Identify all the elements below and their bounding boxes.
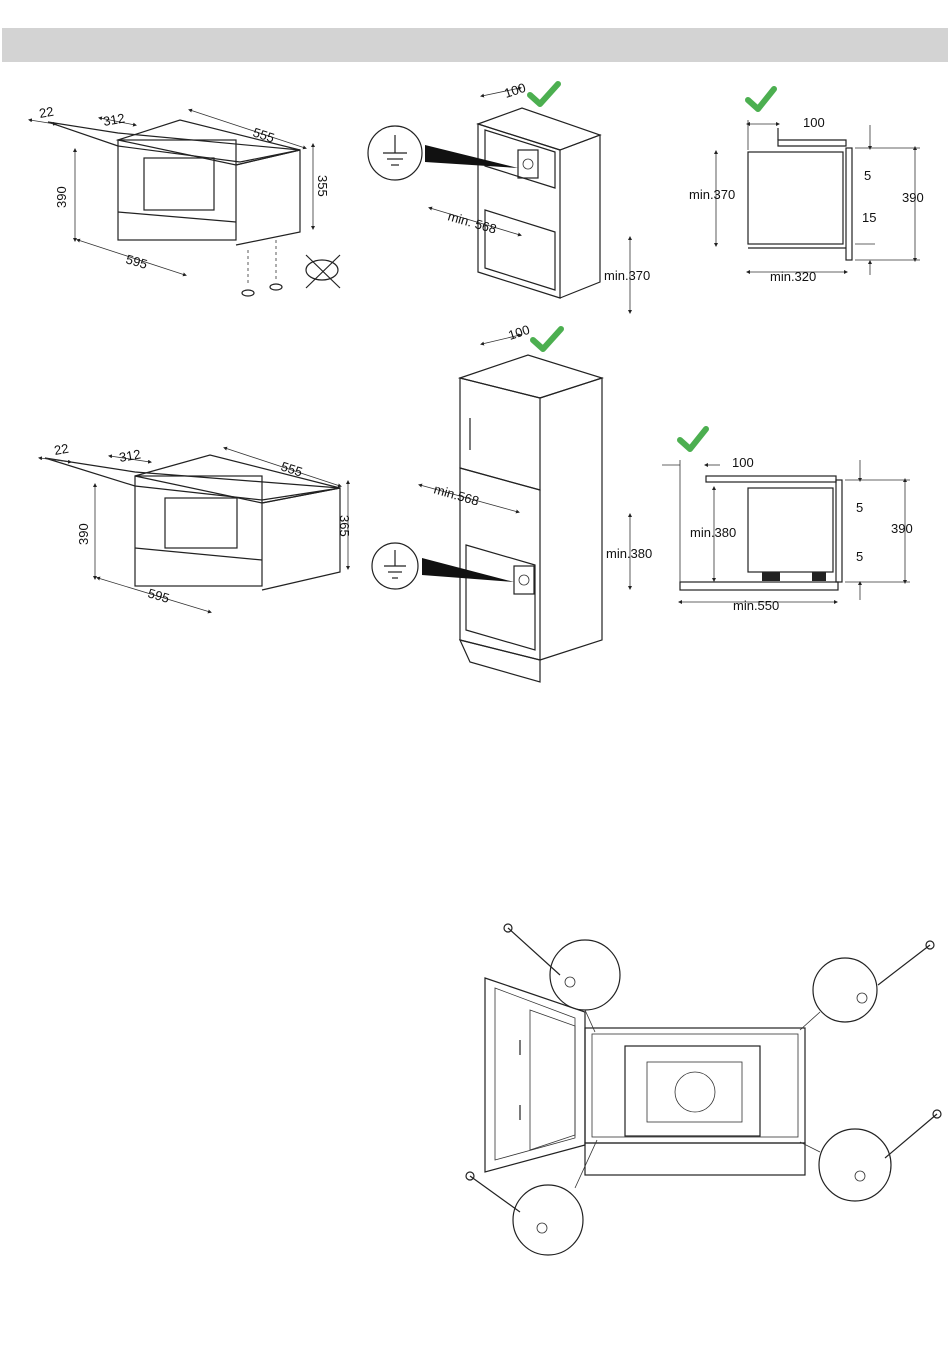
dim-390: 390 [891, 521, 913, 536]
no-feet-icon [306, 255, 340, 288]
dim-390: 390 [54, 186, 69, 208]
dim-555: 555 [251, 125, 276, 146]
dim-390: 390 [902, 190, 924, 205]
dim-min-380: min.380 [690, 525, 736, 540]
screw-icon [885, 1110, 941, 1158]
dim-5: 5 [864, 168, 871, 183]
screw-icon [466, 1172, 520, 1212]
dim-min-320: min.320 [770, 269, 816, 284]
mounting-screws-diagram [466, 924, 941, 1255]
dim-min-370: min.370 [689, 187, 735, 202]
dim-22: 22 [38, 104, 55, 121]
dim-100: 100 [732, 455, 754, 470]
dim-100: 100 [506, 322, 531, 343]
dim-390: 390 [76, 523, 91, 545]
cabinet-diagram-tall: 100 min.568 min.380 [372, 322, 652, 682]
dim-555: 555 [279, 459, 304, 480]
check-icon [748, 89, 774, 109]
dim-min-380: min.380 [606, 546, 652, 561]
section-view-bottom: 100 min.380 5 5 390 min.550 [662, 429, 913, 613]
dim-355: 355 [315, 175, 330, 197]
dim-5a: 5 [856, 500, 863, 515]
dim-365: 365 [337, 515, 352, 537]
oven-diagram-bottom: 22 312 555 390 365 595 [40, 441, 352, 612]
ground-symbol-icon [372, 543, 418, 589]
screw-icon [878, 941, 934, 985]
dim-100: 100 [502, 80, 527, 101]
section-view-top: 100 min.370 5 15 390 min.320 [689, 89, 924, 284]
dim-312: 312 [102, 110, 126, 129]
dim-100: 100 [803, 115, 825, 130]
dim-min-568: min.568 [432, 481, 481, 508]
dim-min-568: min. 568 [446, 208, 498, 236]
dim-min-550: min.550 [733, 598, 779, 613]
dim-min-370: min.370 [604, 268, 650, 283]
oven-diagram-top: 22 312 555 390 355 595 [30, 104, 340, 296]
check-icon [530, 84, 558, 104]
cabinet-diagram-top: 100 min. 568 min.370 [368, 80, 650, 312]
dim-312: 312 [118, 446, 142, 465]
dim-22: 22 [53, 441, 70, 458]
check-icon [533, 329, 561, 349]
dim-595: 595 [146, 585, 171, 605]
dim-595: 595 [124, 251, 149, 271]
check-icon [680, 429, 706, 449]
screw-icon [504, 924, 560, 975]
dim-5b: 5 [856, 549, 863, 564]
ground-symbol-icon [368, 126, 422, 180]
dim-15: 15 [862, 210, 876, 225]
